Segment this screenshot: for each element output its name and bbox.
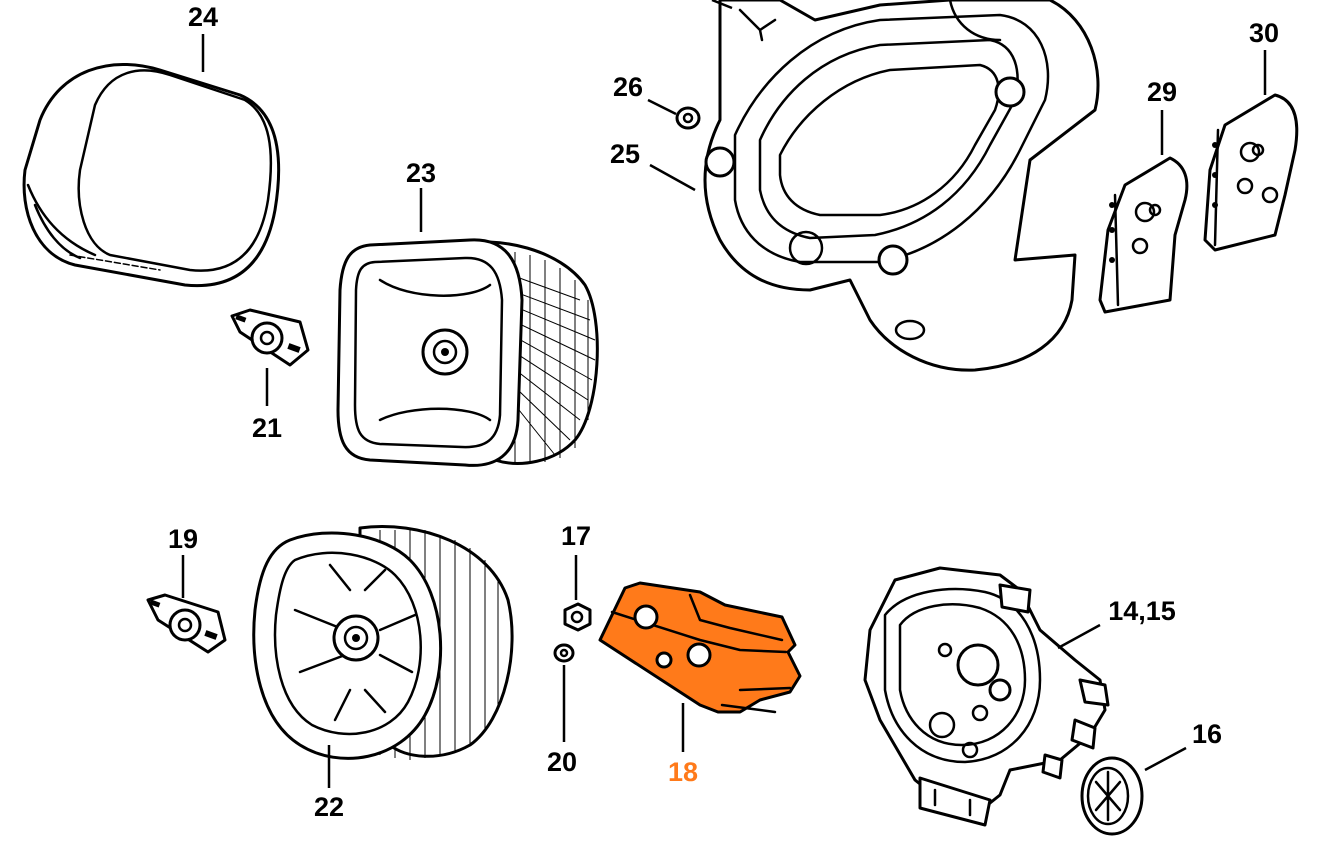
leader-25 — [649, 163, 696, 192]
part-30-plate[interactable] — [1203, 93, 1299, 252]
callout-23: 23 — [406, 158, 436, 188]
callout-22: 22 — [314, 792, 344, 822]
part-17-nut[interactable] — [563, 602, 592, 632]
part-19-wing-nut[interactable] — [146, 593, 227, 654]
callout-14-15: 14,15 — [1108, 596, 1176, 626]
callout-19: 19 — [168, 524, 198, 554]
callout-30: 30 — [1249, 18, 1279, 48]
part-25-housing[interactable] — [703, 0, 1100, 372]
leader-14-15 — [1057, 623, 1101, 650]
part-29-plate[interactable] — [1098, 156, 1189, 314]
leader-26 — [647, 98, 677, 116]
part-23-air-filter[interactable] — [336, 238, 599, 467]
callout-17: 17 — [561, 521, 591, 551]
part-16-grommet[interactable] — [1080, 756, 1144, 836]
part-14-15-carrier[interactable] — [863, 566, 1110, 827]
callout-20: 20 — [547, 747, 577, 777]
part-21-wing-nut[interactable] — [230, 308, 310, 367]
leader-top — [711, 0, 733, 10]
part-22-air-filter[interactable] — [252, 525, 514, 760]
callout-26: 26 — [613, 72, 643, 102]
part-26-grommet[interactable] — [675, 106, 701, 130]
callout-29: 29 — [1147, 77, 1177, 107]
callout-21: 21 — [252, 413, 282, 443]
callout-24: 24 — [188, 2, 218, 32]
callout-25: 25 — [610, 139, 640, 169]
part-18-baffle[interactable] — [598, 581, 802, 714]
part-20-washer[interactable] — [553, 643, 575, 663]
callout-18: 18 — [668, 757, 698, 787]
part-24-filter-sleeve[interactable] — [22, 62, 281, 288]
leader-16 — [1144, 746, 1187, 772]
callout-16: 16 — [1192, 719, 1222, 749]
